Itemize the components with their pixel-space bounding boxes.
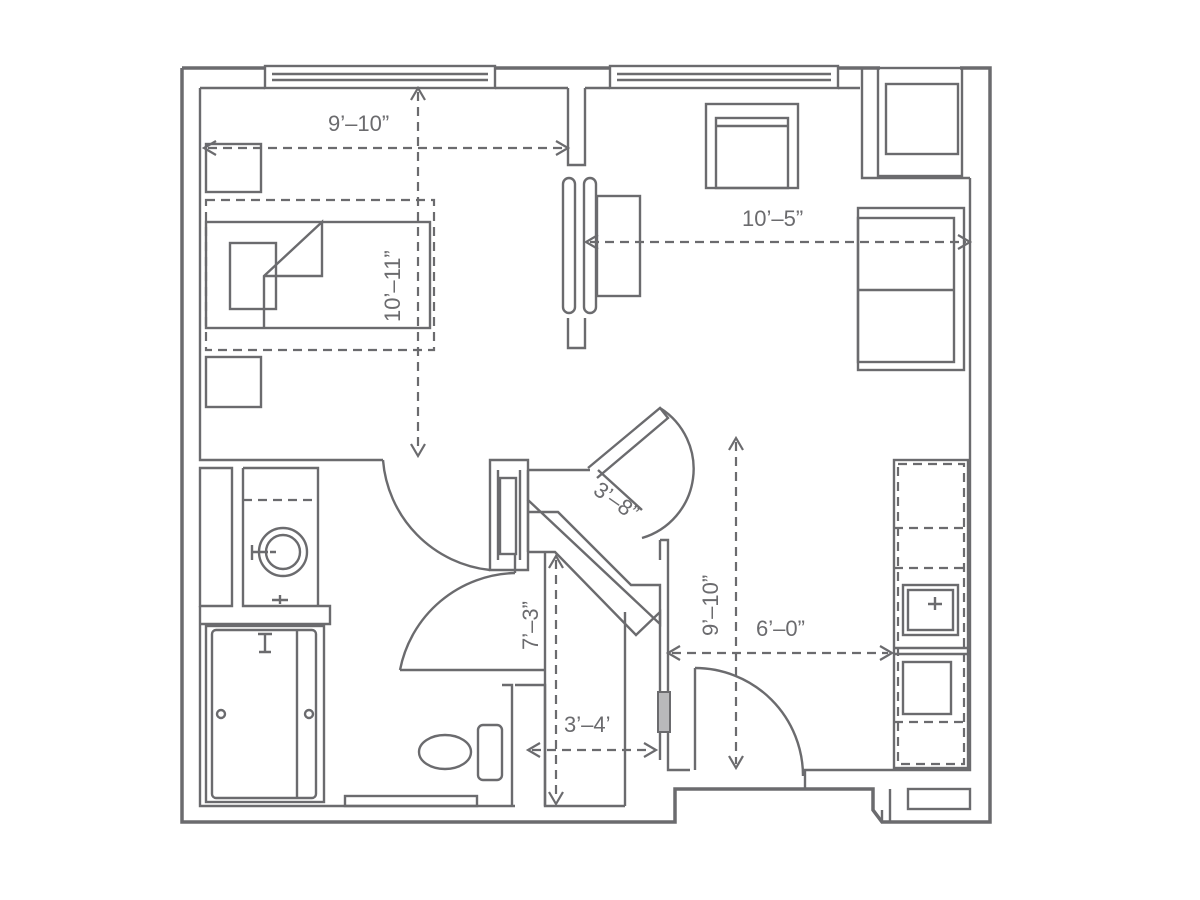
closet	[526, 406, 695, 808]
window-bedroom	[263, 64, 497, 90]
label-living-width: 10’–5”	[742, 206, 803, 231]
stove	[901, 660, 953, 716]
kitchen	[871, 458, 972, 822]
label-bedroom-length: 10’–11”	[380, 250, 405, 322]
label-kitchen-width: 6’–0”	[756, 616, 805, 641]
door-stop	[657, 691, 671, 733]
label-hall-width: 3’–4’	[564, 712, 610, 737]
label-closet-door: 3’–8”	[589, 477, 643, 526]
kitchen-sink	[901, 583, 960, 637]
kitchen-counter	[892, 458, 970, 770]
utility-closet	[906, 787, 972, 811]
bathroom-door	[381, 458, 547, 806]
shower	[204, 624, 326, 804]
bathroom	[200, 466, 514, 808]
living-furniture	[595, 66, 970, 372]
bookshelf	[876, 66, 964, 178]
window-living	[608, 64, 840, 90]
tub-edge	[343, 794, 479, 808]
column-recess	[860, 68, 970, 180]
bed-sheet-fold	[262, 219, 324, 328]
entry-door	[693, 666, 805, 777]
side-table	[595, 194, 642, 298]
armchair	[704, 102, 800, 190]
bed	[204, 220, 432, 330]
dimension-lines	[201, 85, 973, 807]
label-bedroom-width: 9’–10”	[328, 111, 389, 136]
toilet-bowl	[417, 733, 473, 771]
nightstand-top	[204, 142, 263, 194]
partition-wall	[566, 88, 587, 350]
label-hall-length: 7’–3”	[518, 601, 543, 650]
bedroom-furniture	[204, 142, 436, 409]
nightstand-bottom	[204, 355, 263, 409]
toilet-tank	[476, 723, 504, 782]
pocket-doors	[561, 176, 598, 315]
label-kitchen-length: 9’–10”	[698, 575, 723, 636]
